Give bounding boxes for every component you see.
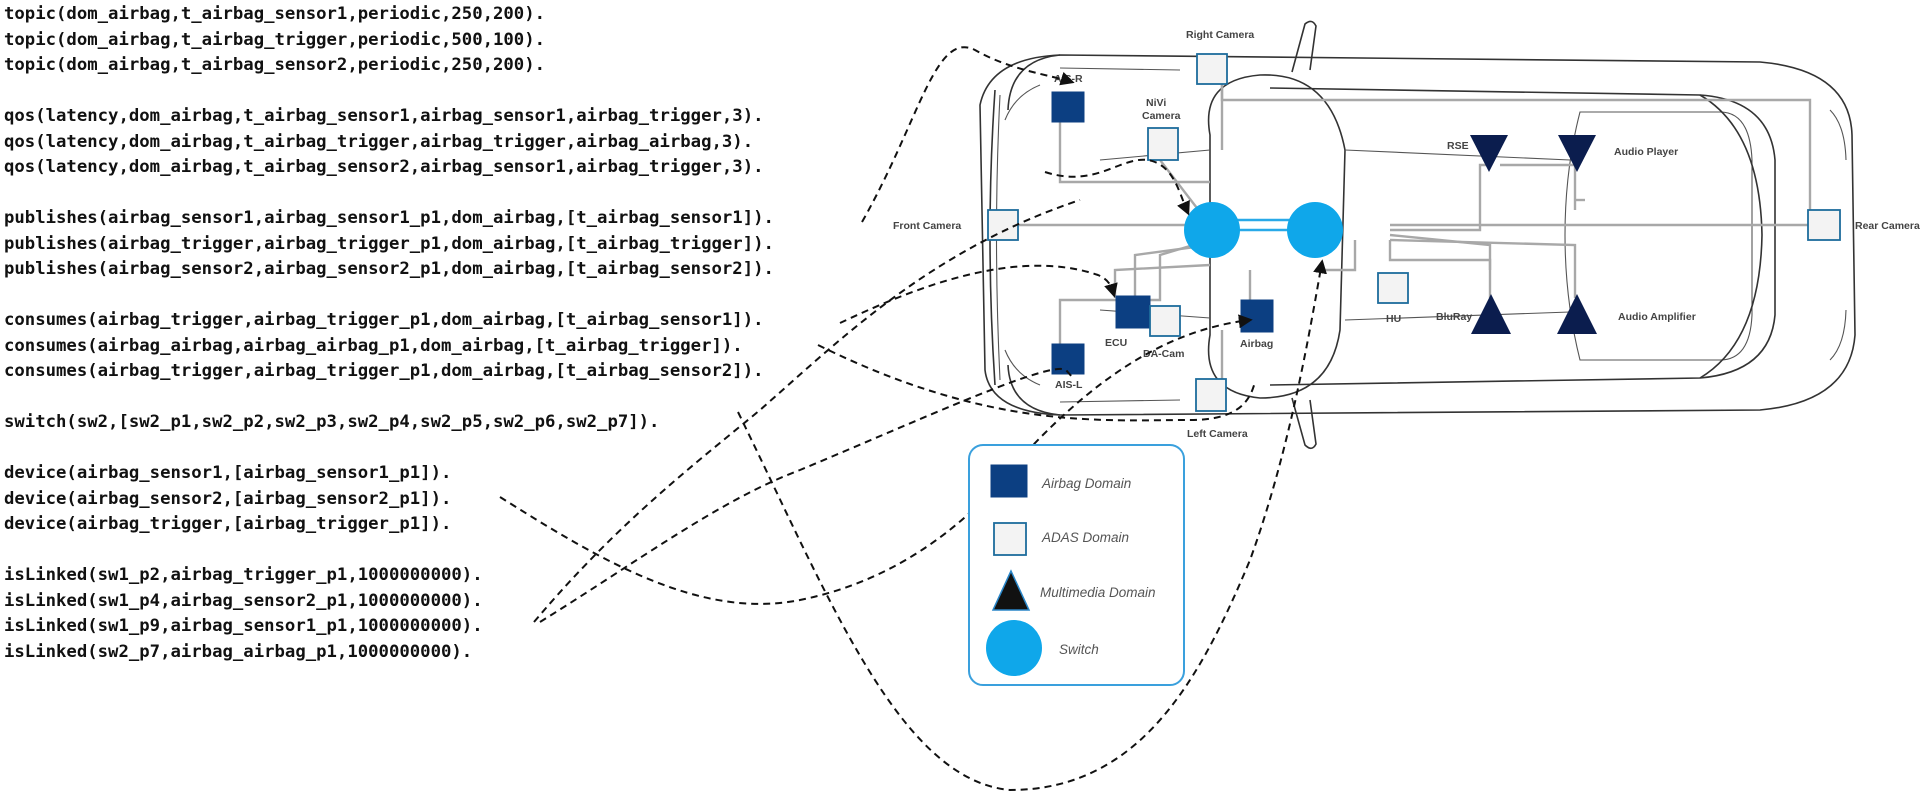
- label-nivi-camera: Camera: [1142, 110, 1181, 122]
- code-line: device(airbag_sensor1,[airbag_sensor1_p1…: [4, 463, 452, 483]
- legend-triangle-icon: [991, 569, 1031, 611]
- code-line: qos(latency,dom_airbag,t_airbag_trigger,…: [4, 131, 754, 152]
- label-ais-l: AIS-L: [1055, 379, 1083, 391]
- airbag-device: [1240, 299, 1274, 333]
- code-line: topic(dom_airbag,t_airbag_sensor1,period…: [4, 4, 546, 24]
- label-bluray: BluRay: [1436, 311, 1472, 323]
- legend-switch-circle: [986, 620, 1042, 676]
- switch-sw1: [1184, 202, 1240, 258]
- legend-label-adas: ADAS Domain: [1041, 530, 1129, 545]
- hu-device: [1377, 272, 1409, 304]
- code-line: consumes(airbag_airbag,airbag_airbag_p1,…: [4, 335, 743, 356]
- code-line: qos(latency,dom_airbag,t_airbag_sensor2,…: [4, 157, 764, 177]
- dashed-connectors: [499, 46, 1327, 792]
- code-line: consumes(airbag_trigger,airbag_trigger_p…: [4, 310, 764, 330]
- legend-label-switch: Switch: [1059, 642, 1099, 657]
- legend-label-multimedia: Multimedia Domain: [1040, 585, 1156, 600]
- nivi-camera-device: [1147, 127, 1179, 161]
- label-front-camera: Front Camera: [893, 220, 961, 232]
- code-line: isLinked(sw2_p7,airbag_airbag_p1,1000000…: [4, 641, 473, 662]
- bluray-device: [1471, 294, 1511, 334]
- label-right-camera: Right Camera: [1186, 29, 1254, 41]
- legend-label-airbag: Airbag Domain: [1041, 476, 1131, 491]
- code-line: switch(sw2,[sw2_p1,sw2_p2,sw2_p3,sw2_p4,…: [4, 412, 660, 432]
- code-line: publishes(airbag_sensor1,airbag_sensor1_…: [4, 208, 774, 228]
- code-listing: topic(dom_airbag,t_airbag_sensor1,period…: [4, 2, 774, 665]
- code-line: device(airbag_sensor2,[airbag_sensor2_p1…: [4, 488, 452, 509]
- label-audio-amplifier: Audio Amplifier: [1618, 311, 1696, 323]
- legend: Airbag Domain ADAS Domain Multimedia Dom…: [968, 444, 1185, 686]
- label-rse: RSE: [1447, 140, 1469, 152]
- code-line: isLinked(sw1_p2,airbag_trigger_p1,100000…: [4, 565, 483, 585]
- label-rear-camera: Rear Camera: [1855, 220, 1920, 232]
- code-line: isLinked(sw1_p9,airbag_sensor1_p1,100000…: [4, 616, 483, 636]
- rear-camera-device: [1807, 209, 1841, 241]
- network-wires: [1000, 72, 1820, 390]
- left-camera-device: [1195, 378, 1227, 412]
- code-line: consumes(airbag_trigger,airbag_trigger_p…: [4, 361, 764, 381]
- ecu-device: [1115, 295, 1151, 329]
- audio-player-device: [1558, 135, 1596, 172]
- label-airbag: Airbag: [1240, 338, 1273, 350]
- audio-amplifier-device: [1557, 294, 1597, 334]
- label-hu: HU: [1386, 313, 1401, 325]
- code-line: isLinked(sw1_p4,airbag_sensor2_p1,100000…: [4, 590, 483, 611]
- label-left-camera: Left Camera: [1187, 428, 1248, 440]
- label-ecu: ECU: [1105, 337, 1127, 349]
- code-line: topic(dom_airbag,t_airbag_sensor2,period…: [4, 55, 546, 75]
- switch-sw2: [1287, 202, 1343, 258]
- da-cam-device: [1149, 305, 1181, 337]
- label-audio-player: Audio Player: [1614, 146, 1678, 158]
- legend-airbag-square: [990, 464, 1028, 498]
- right-camera-device: [1196, 53, 1228, 85]
- device-labels: Right Camera AIS-R NiVi Camera RSE Audio…: [893, 29, 1920, 440]
- code-line: topic(dom_airbag,t_airbag_trigger,period…: [4, 29, 546, 50]
- legend-adas-square: [993, 522, 1027, 556]
- rse-device: [1470, 135, 1508, 172]
- label-nivi: NiVi: [1146, 97, 1166, 109]
- code-line: publishes(airbag_trigger,airbag_trigger_…: [4, 233, 774, 254]
- code-line: publishes(airbag_sensor2,airbag_sensor2_…: [4, 259, 774, 279]
- car-outline: [979, 20, 1856, 450]
- label-da-cam: DA-Cam: [1143, 348, 1184, 360]
- code-line: device(airbag_trigger,[airbag_trigger_p1…: [4, 514, 452, 534]
- ais-r-device: [1051, 91, 1085, 123]
- code-line: qos(latency,dom_airbag,t_airbag_sensor1,…: [4, 106, 764, 126]
